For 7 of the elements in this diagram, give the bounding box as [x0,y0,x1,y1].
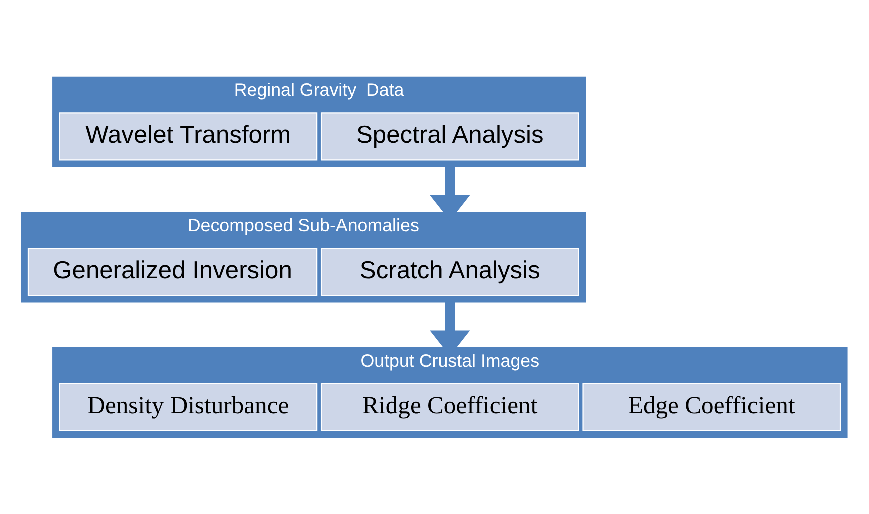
node-box: Scratch Analysis [320,248,580,296]
node-box: Density Disturbance [59,382,318,431]
node-box: Edge Coefficient [582,382,842,431]
node-box: Generalized Inversion [28,248,318,296]
node-box: Spectral Analysis [320,112,580,160]
node-box: Ridge Coefficient [320,382,580,431]
node-box: Wavelet Transform [59,112,318,160]
